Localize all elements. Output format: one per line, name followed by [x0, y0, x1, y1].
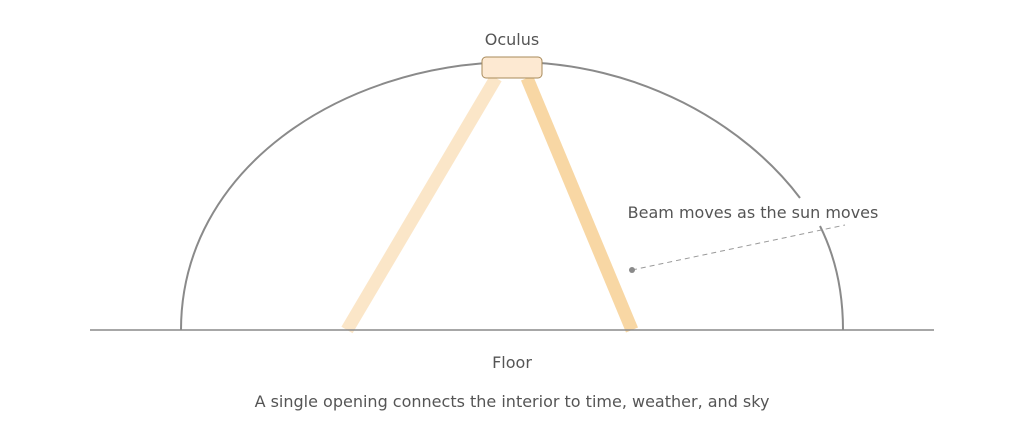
- light-beam-strong: [521, 75, 638, 333]
- dome-arc: [180, 60, 801, 331]
- light-beam-faint: [341, 74, 502, 334]
- dome-arc-lower-right: [819, 225, 844, 331]
- diagram-caption: A single opening connects the interior t…: [255, 392, 770, 411]
- oculus-opening: [481, 56, 543, 79]
- floor-label: Floor: [492, 353, 532, 372]
- beam-annotation: Beam moves as the sun moves: [628, 203, 879, 222]
- oculus-label: Oculus: [485, 30, 539, 49]
- annotation-dot: [629, 267, 635, 273]
- annotation-leader: [631, 224, 846, 271]
